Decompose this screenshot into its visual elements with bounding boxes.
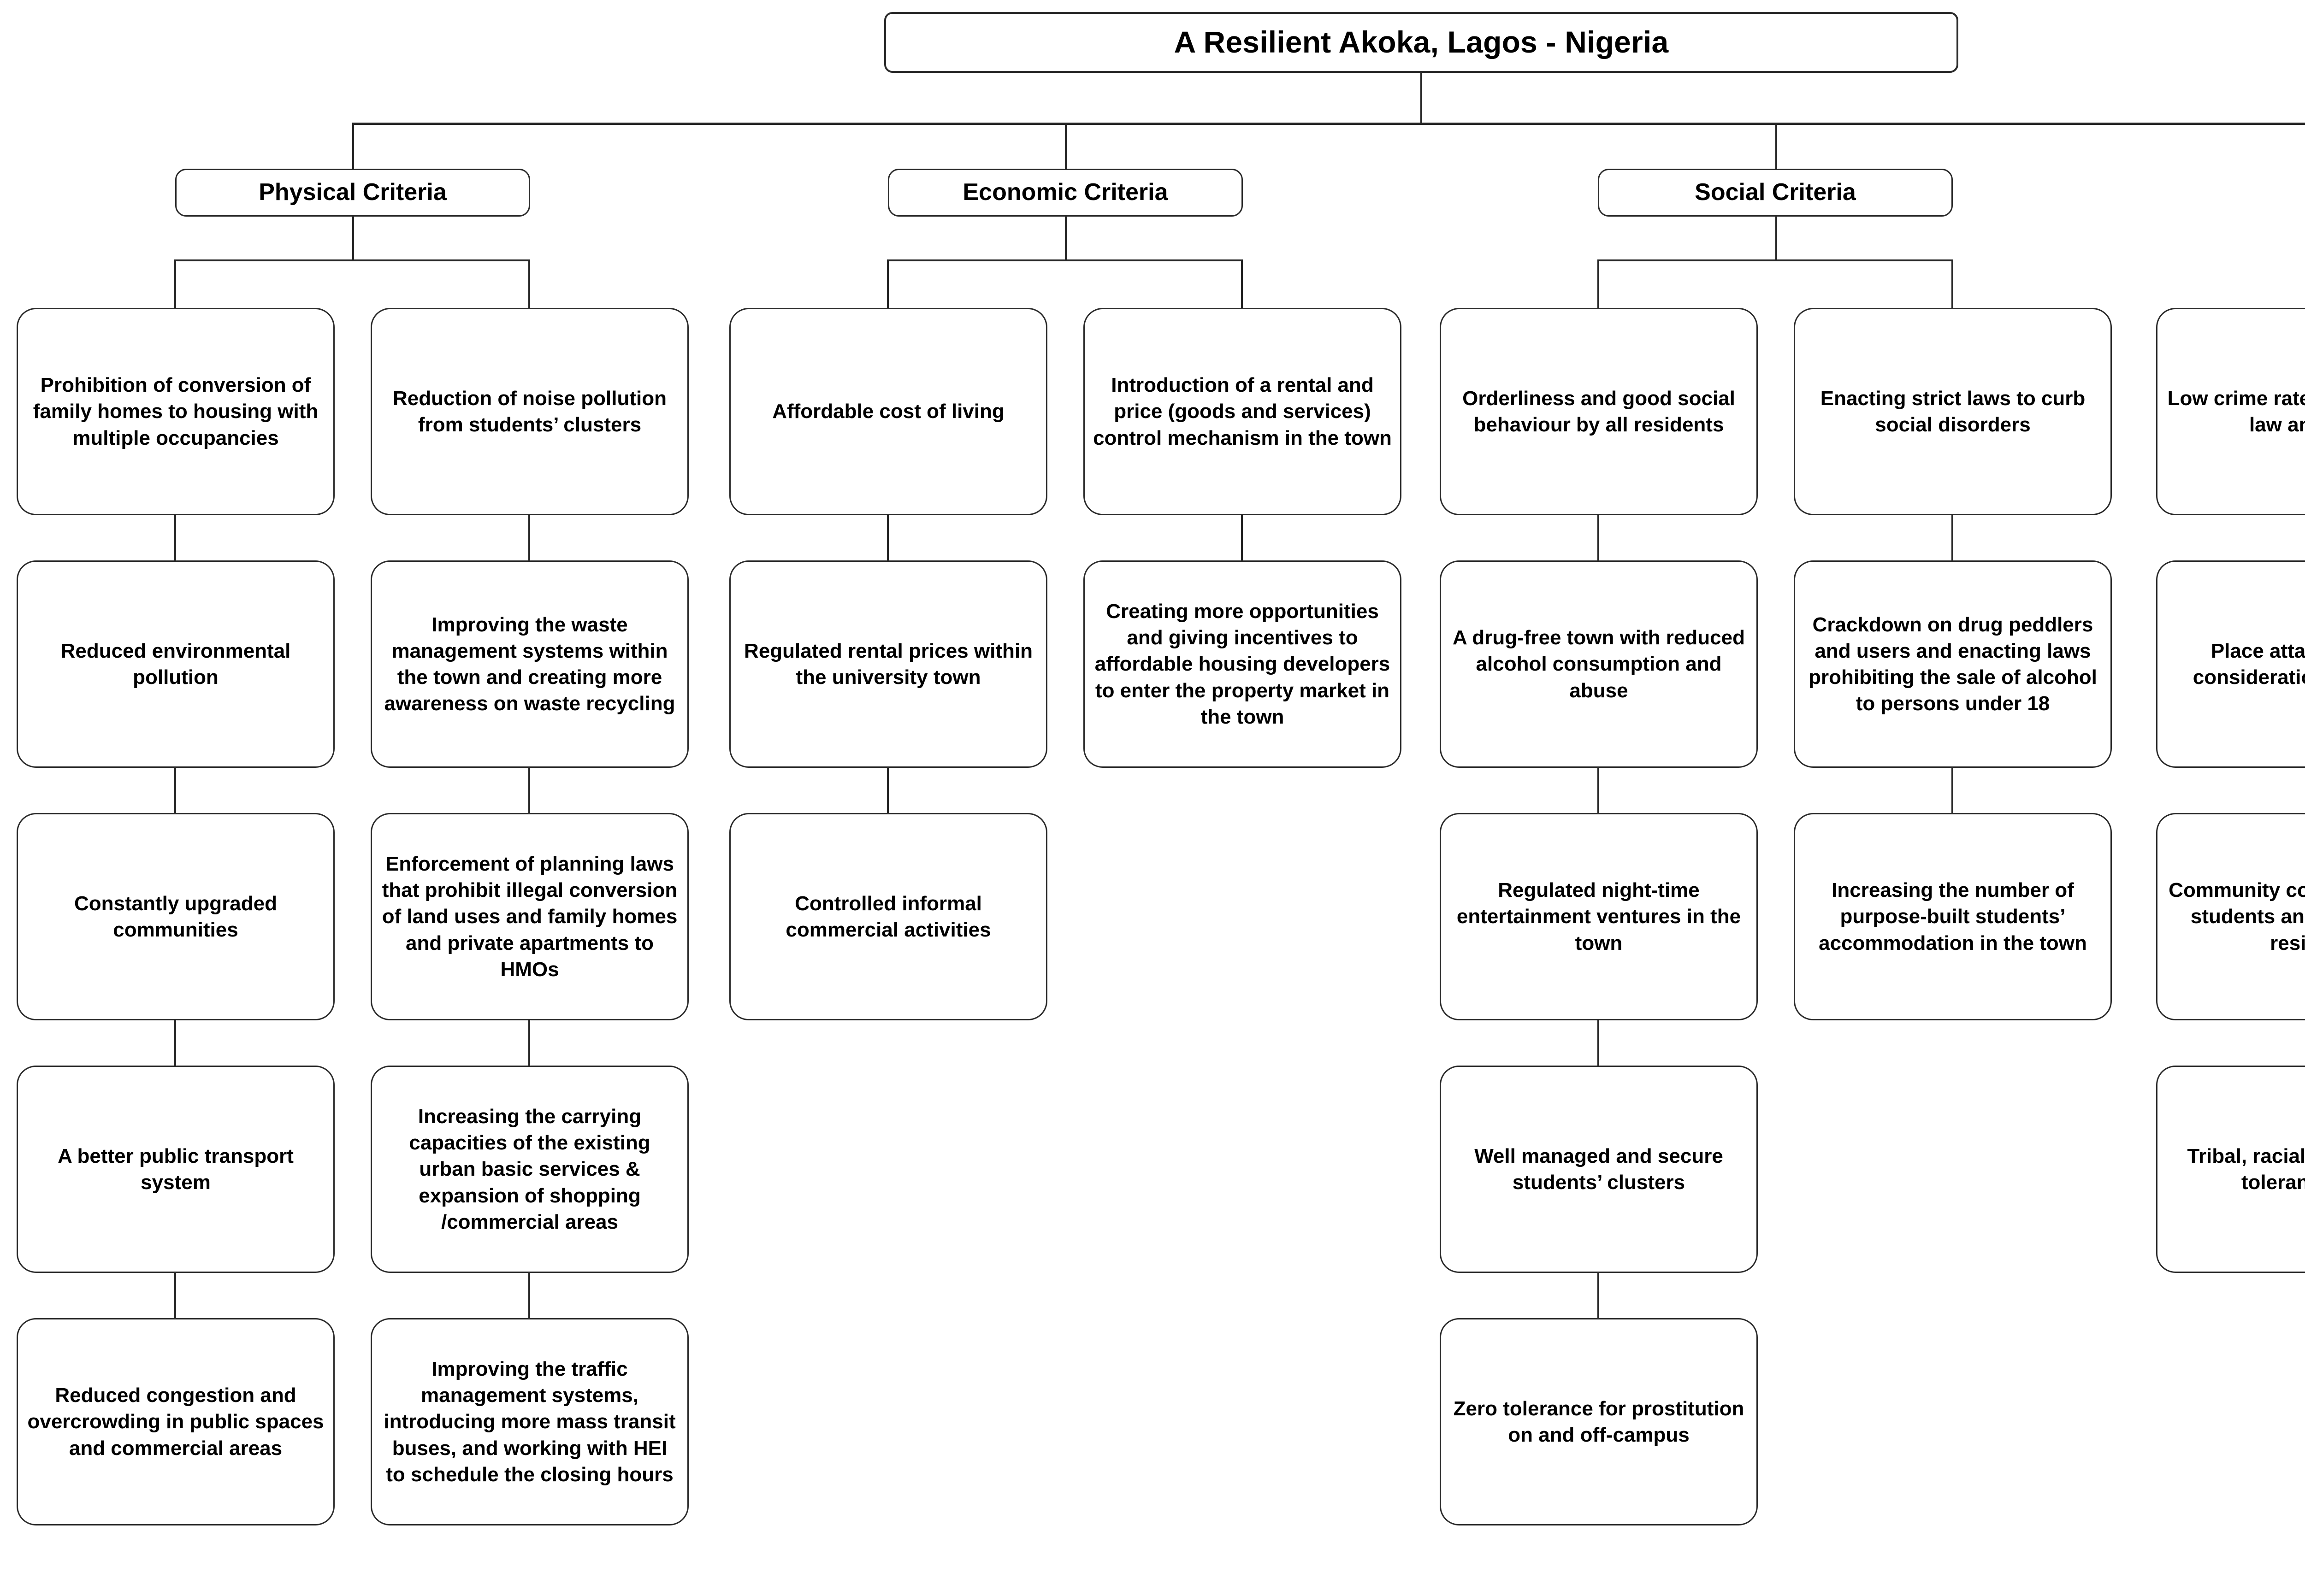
- node-label: Low crime rate and respect for law and o…: [2167, 387, 2305, 436]
- node-label: Regulated rental prices within the unive…: [744, 639, 1033, 689]
- node-label: Community cohesion between students and …: [2169, 879, 2305, 954]
- node-label: Reduction of noise pollution from studen…: [393, 387, 667, 436]
- connector-root-bus: [353, 123, 2305, 125]
- node-label: Creating more opportunities and giving i…: [1094, 600, 1390, 728]
- node-col6-1: Enacting strict laws to curb social diso…: [1794, 308, 2112, 515]
- node-col5-3: Regulated night-time entertainment ventu…: [1440, 813, 1758, 1020]
- criteria-label-social: Social Criteria: [1695, 179, 1856, 206]
- node-col2-2: Improving the waste management systems w…: [371, 560, 689, 768]
- node-col1-2: Reduced environmental pollution: [17, 560, 335, 768]
- connector-bus-drop-social: [1775, 123, 1777, 169]
- connector-economic-stem: [1065, 217, 1067, 260]
- node-label: Prohibition of conversion of family home…: [33, 374, 319, 449]
- node-label: A drug-free town with reduced alcohol co…: [1453, 626, 1745, 702]
- node-col3-1: Affordable cost of living: [729, 308, 1047, 515]
- connector-col1-4-5: [174, 1273, 176, 1318]
- node-col7-1: Low crime rate and respect for law and o…: [2156, 308, 2305, 515]
- node-label: Well managed and secure students’ cluste…: [1474, 1144, 1723, 1194]
- connector-physical-stem: [352, 217, 354, 260]
- connector-col4-1-2: [1241, 515, 1243, 560]
- node-col6-2: Crackdown on drug peddlers and users and…: [1794, 560, 2112, 768]
- criteria-box-economic: Economic Criteria: [888, 169, 1243, 217]
- connector-col3-2-3: [887, 768, 889, 813]
- connector-social-bus: [1597, 259, 1953, 261]
- node-col7-2: Place attachment and considerations for …: [2156, 560, 2305, 768]
- connector-col2-3-4: [528, 1020, 530, 1066]
- criteria-label-physical: Physical Criteria: [259, 179, 447, 206]
- node-col3-2: Regulated rental prices within the unive…: [729, 560, 1047, 768]
- criteria-label-economic: Economic Criteria: [963, 179, 1168, 206]
- connector-physical-bus: [174, 259, 530, 261]
- connector-col6-2-3: [1951, 768, 1953, 813]
- connector-col2-4-5: [528, 1273, 530, 1318]
- connector-social-drop-col6: [1951, 259, 1953, 310]
- connector-col1-1-2: [174, 515, 176, 560]
- node-label: Controlled informal commercial activitie…: [786, 892, 991, 941]
- node-label: Tribal, racial, and religious tolerance …: [2187, 1144, 2305, 1194]
- connector-physical-drop-col2: [528, 259, 530, 310]
- node-label: Constantly upgraded communities: [74, 892, 278, 941]
- node-col5-1: Orderliness and good social behaviour by…: [1440, 308, 1758, 515]
- node-col5-5: Zero tolerance for prostitution on and o…: [1440, 1318, 1758, 1525]
- node-col4-1: Introduction of a rental and price (good…: [1083, 308, 1401, 515]
- connector-col2-1-2: [528, 515, 530, 560]
- node-col1-4: A better public transport system: [17, 1066, 335, 1273]
- node-col2-1: Reduction of noise pollution from studen…: [371, 308, 689, 515]
- node-label: Introduction of a rental and price (good…: [1093, 374, 1392, 449]
- node-label: A better public transport system: [58, 1144, 294, 1194]
- root-title-label: A Resilient Akoka, Lagos - Nigeria: [1174, 25, 1669, 59]
- node-label: Crackdown on drug peddlers and users and…: [1809, 613, 2097, 715]
- connector-col3-1-2: [887, 515, 889, 560]
- connector-col1-3-4: [174, 1020, 176, 1066]
- connector-col6-1-2: [1951, 515, 1953, 560]
- connector-col5-1-2: [1597, 515, 1599, 560]
- node-col2-5: Improving the traffic management systems…: [371, 1318, 689, 1525]
- connector-economic-drop-col3: [887, 259, 889, 310]
- connector-social-drop-col5: [1597, 259, 1599, 310]
- root-title-box: A Resilient Akoka, Lagos - Nigeria: [884, 12, 1958, 73]
- node-label: Regulated night-time entertainment ventu…: [1456, 879, 1741, 954]
- connector-social-stem: [1775, 217, 1777, 260]
- node-label: Increasing the carrying capacities of th…: [409, 1105, 650, 1233]
- node-label: Enforcement of planning laws that prohib…: [382, 853, 678, 981]
- connector-physical-drop-col1: [174, 259, 176, 310]
- node-label: Affordable cost of living: [772, 400, 1005, 423]
- node-col2-4: Increasing the carrying capacities of th…: [371, 1066, 689, 1273]
- connector-col2-2-3: [528, 768, 530, 813]
- connector-economic-drop-col4: [1241, 259, 1243, 310]
- node-label: Enacting strict laws to curb social diso…: [1820, 387, 2086, 436]
- node-label: Place attachment and considerations for …: [2193, 639, 2305, 689]
- node-col7-3: Community cohesion between students and …: [2156, 813, 2305, 1020]
- connector-col1-2-3: [174, 768, 176, 813]
- node-col6-3: Increasing the number of purpose-built s…: [1794, 813, 2112, 1020]
- node-label: Increasing the number of purpose-built s…: [1819, 879, 2087, 954]
- node-col4-2: Creating more opportunities and giving i…: [1083, 560, 1401, 768]
- connector-col5-4-5: [1597, 1273, 1599, 1318]
- node-col1-1: Prohibition of conversion of family home…: [17, 308, 335, 515]
- node-col3-3: Controlled informal commercial activitie…: [729, 813, 1047, 1020]
- connector-bus-drop-physical: [352, 123, 354, 169]
- connector-col5-2-3: [1597, 768, 1599, 813]
- node-label: Reduced environmental pollution: [60, 639, 291, 689]
- criteria-box-physical: Physical Criteria: [175, 169, 530, 217]
- node-label: Improving the traffic management systems…: [384, 1358, 676, 1486]
- node-col1-5: Reduced congestion and overcrowding in p…: [17, 1318, 335, 1525]
- node-label: Reduced congestion and overcrowding in p…: [27, 1384, 324, 1460]
- node-col7-4: Tribal, racial, and religious tolerance …: [2156, 1066, 2305, 1273]
- node-label: Zero tolerance for prostitution on and o…: [1453, 1397, 1744, 1446]
- node-col2-3: Enforcement of planning laws that prohib…: [371, 813, 689, 1020]
- node-label: Improving the waste management systems w…: [384, 613, 675, 715]
- connector-root-stem: [1420, 73, 1422, 124]
- connector-col5-3-4: [1597, 1020, 1599, 1066]
- node-label: Orderliness and good social behaviour by…: [1462, 387, 1735, 436]
- node-col1-3: Constantly upgraded communities: [17, 813, 335, 1020]
- node-col5-4: Well managed and secure students’ cluste…: [1440, 1066, 1758, 1273]
- connector-economic-bus: [887, 259, 1243, 261]
- connector-bus-drop-economic: [1065, 123, 1067, 169]
- criteria-box-social: Social Criteria: [1598, 169, 1953, 217]
- node-col5-2: A drug-free town with reduced alcohol co…: [1440, 560, 1758, 768]
